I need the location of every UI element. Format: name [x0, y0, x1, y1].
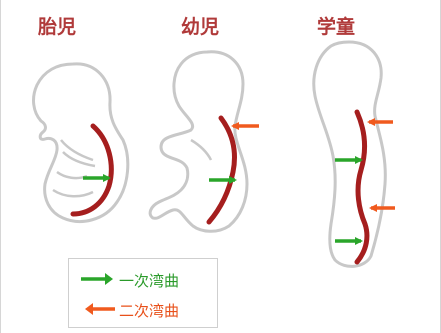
- legend: 一次湾曲 二次湾曲: [68, 258, 218, 328]
- fetus-outline: [34, 64, 128, 222]
- green-arrow-icon: [79, 267, 119, 291]
- legend-secondary-label: 二次湾曲: [119, 300, 179, 321]
- legend-item-secondary: 二次湾曲: [69, 297, 219, 321]
- fetus-figure: [34, 64, 128, 222]
- legend-primary-label: 一次湾曲: [119, 270, 179, 291]
- child-figure: [314, 42, 395, 266]
- orange-arrow-icon: [79, 297, 119, 321]
- infant-figure: [150, 52, 259, 231]
- child-outline: [314, 42, 386, 266]
- legend-item-primary: 一次湾曲: [69, 267, 219, 291]
